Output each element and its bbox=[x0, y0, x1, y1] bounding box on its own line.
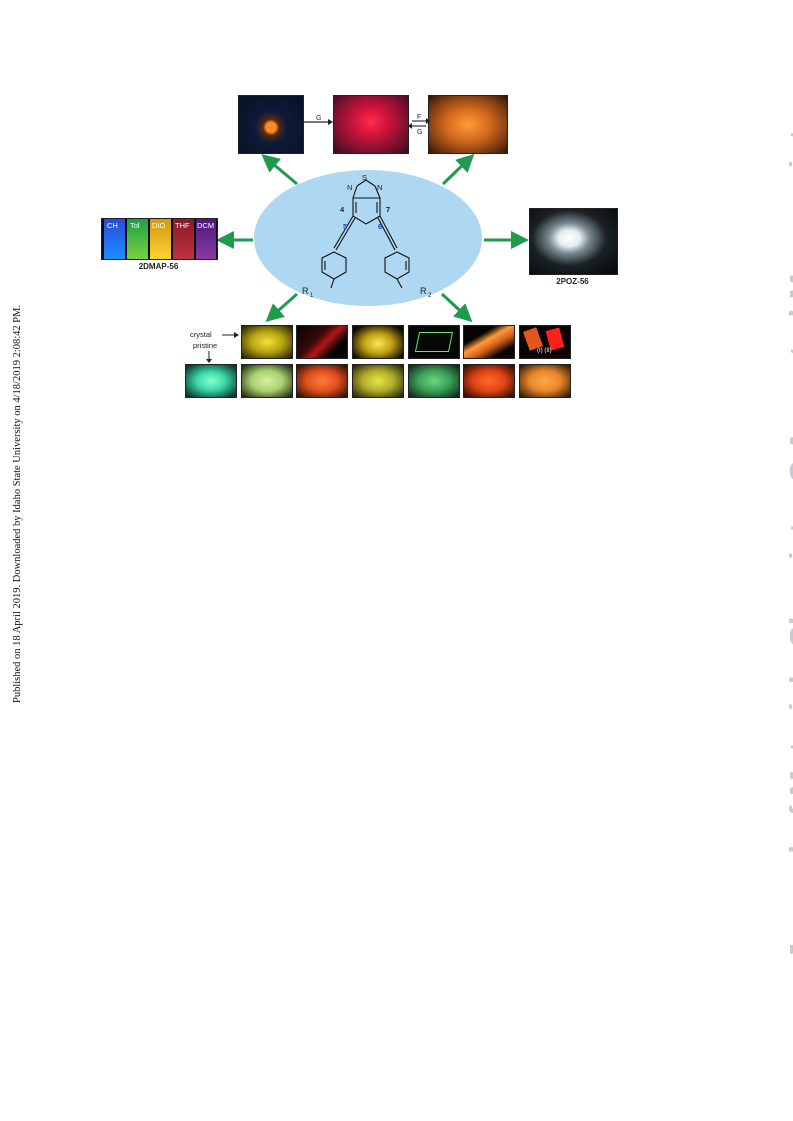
powder-photo-6 bbox=[519, 364, 571, 398]
r2-subscript: 2 bbox=[428, 293, 432, 299]
r2-label: R bbox=[420, 286, 427, 296]
vial-label-dcm: DCM bbox=[197, 221, 215, 230]
vial-label-ch: CH bbox=[107, 221, 118, 230]
crystal-arrow-icon bbox=[222, 332, 239, 338]
r1-subscript: 1 bbox=[310, 293, 314, 299]
crystal-photo-1 bbox=[241, 325, 293, 359]
powder-photo-3 bbox=[352, 364, 404, 398]
grind-label-1: G bbox=[316, 115, 321, 122]
photo-red-ground-powder bbox=[333, 95, 409, 154]
arrow-up-right bbox=[441, 153, 475, 186]
photo-solvent-vials: CH Tol DIO THF DCM bbox=[101, 218, 218, 260]
photo-orange-fumed-powder bbox=[428, 95, 508, 154]
vial-label-dio: DIO bbox=[152, 221, 166, 230]
position-6-label: 6 bbox=[378, 222, 382, 231]
fume-label: F bbox=[417, 114, 421, 121]
pristine-arrow-icon bbox=[206, 351, 212, 363]
arrow-up-left bbox=[261, 154, 298, 186]
pristine-label: pristine bbox=[193, 341, 218, 350]
vial-label-thf: THF bbox=[175, 221, 190, 230]
position-5-label: 5 bbox=[343, 222, 347, 231]
crystal-photo-3 bbox=[352, 325, 404, 359]
powder-photo-1 bbox=[241, 364, 293, 398]
r1-label: R bbox=[302, 286, 309, 296]
photo-white-emission bbox=[529, 208, 618, 275]
vial-dcm bbox=[196, 219, 216, 259]
vial-thf bbox=[173, 219, 194, 259]
polymorph-labels: (I) (II) bbox=[537, 348, 552, 354]
crystal-photo-4 bbox=[408, 325, 460, 359]
molecule-backdrop-ellipse bbox=[254, 170, 482, 306]
top-process-arrows: G F G bbox=[304, 114, 430, 136]
vial-ch bbox=[104, 219, 125, 259]
photo-orange-powder-dark bbox=[238, 95, 304, 154]
caption-2poz-56: 2POZ-56 bbox=[556, 277, 589, 286]
arrow-down-left bbox=[265, 292, 298, 322]
crystal-photo-6: (I) (II) bbox=[519, 325, 571, 359]
powder-photo-4 bbox=[408, 364, 460, 398]
powder-photo-0 bbox=[185, 364, 237, 398]
sulfur-atom-label: S bbox=[362, 173, 367, 182]
caption-2dmap-56: 2DMAP-56 bbox=[138, 262, 179, 271]
vial-tol bbox=[127, 219, 148, 259]
powder-photo-2 bbox=[296, 364, 348, 398]
powder-photo-5 bbox=[463, 364, 515, 398]
arrow-down-right bbox=[440, 292, 473, 323]
vial-label-tol: Tol bbox=[130, 221, 140, 230]
nitrogen-left-label: N bbox=[347, 183, 352, 192]
position-4-label: 4 bbox=[340, 205, 345, 214]
crystal-photo-5 bbox=[463, 325, 515, 359]
position-7-label: 7 bbox=[386, 205, 390, 214]
vial-dio bbox=[150, 219, 171, 259]
toc-graphic: S N N 4 5 6 7 R 1 R 2 bbox=[216, 153, 529, 323]
crystal-label: crystal bbox=[190, 330, 212, 339]
crystal-photo-2 bbox=[296, 325, 348, 359]
btd-molecule bbox=[321, 179, 410, 289]
grind-label-2: G bbox=[417, 129, 422, 136]
nitrogen-right-label: N bbox=[377, 183, 382, 192]
